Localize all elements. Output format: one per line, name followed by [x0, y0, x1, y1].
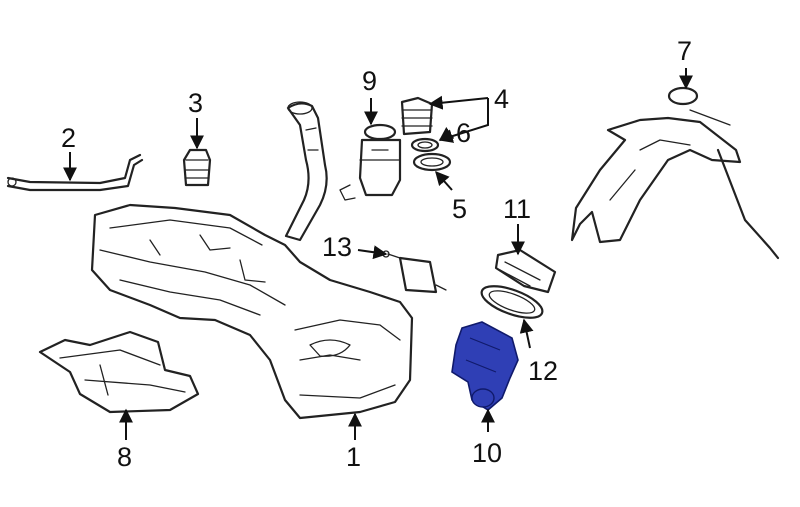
fuel-filter[interactable]	[382, 250, 447, 294]
filler-pipe-assembly[interactable]	[570, 86, 780, 260]
lock-ring[interactable]	[412, 152, 452, 172]
callout-3: 3	[188, 88, 203, 118]
fuel-tank[interactable]	[90, 203, 414, 420]
seal-ring[interactable]	[410, 137, 440, 153]
callout-12: 12	[528, 356, 558, 386]
leader-lines	[63, 68, 693, 440]
callout-9: 9	[362, 66, 377, 96]
callout-10: 10	[472, 438, 502, 468]
tank-strap[interactable]	[6, 153, 144, 192]
callout-1: 1	[346, 442, 361, 472]
callout-2: 2	[61, 123, 76, 153]
pump-collar[interactable]	[494, 248, 557, 294]
callout-13: 13	[322, 232, 352, 262]
callout-8: 8	[117, 442, 132, 472]
fuel-pump-highlighted[interactable]	[451, 321, 519, 411]
callout-5: 5	[452, 194, 467, 224]
bellows[interactable]	[400, 96, 434, 136]
callout-11: 11	[503, 194, 531, 224]
heat-shield[interactable]	[38, 330, 200, 414]
callout-6: 6	[456, 118, 471, 148]
gasket[interactable]	[478, 280, 546, 324]
callout-4: 4	[494, 84, 509, 114]
filler-neck[interactable]	[284, 101, 328, 242]
sender-unit[interactable]	[339, 123, 402, 201]
grommet[interactable]	[182, 148, 212, 187]
callout-7: 7	[677, 36, 692, 66]
